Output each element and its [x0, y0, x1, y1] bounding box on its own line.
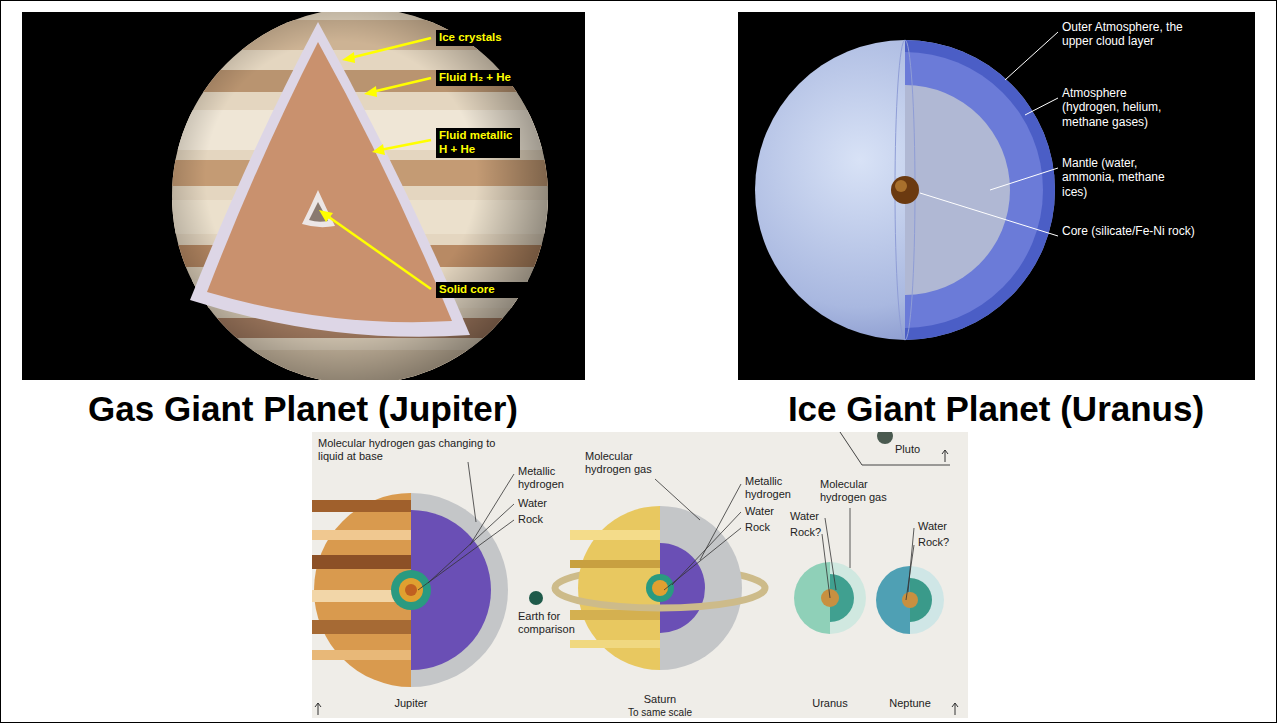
- part-label: Solid core: [436, 282, 536, 298]
- part-label: To same scale: [610, 707, 710, 719]
- part-label: Fluid H₂ + He: [436, 70, 536, 86]
- part-label: Molecular hydrogen gas: [820, 478, 900, 504]
- part-label: Jupiter: [371, 697, 451, 710]
- part-label: Earth for comparison: [518, 610, 580, 636]
- part-label: Saturn: [620, 693, 700, 706]
- part-label: Fluid metallic H + He: [436, 128, 520, 158]
- part-label: Metallic hydrogen: [745, 475, 815, 501]
- part-label: Molecular hydrogen gas: [585, 450, 675, 476]
- part-label: Metallic hydrogen: [518, 465, 588, 491]
- part-label: Mantle (water, ammonia, methane ices): [1062, 156, 1174, 199]
- part-label: Ice crystals: [436, 30, 536, 46]
- part-label: Atmosphere (hydrogen, helium, methane ga…: [1062, 86, 1180, 129]
- part-label: Pluto: [895, 443, 940, 456]
- part-label: Core (silicate/Fe-Ni rock): [1062, 224, 1212, 238]
- part-label: Water: [790, 510, 830, 523]
- part-label: Outer Atmosphere, the upper cloud layer: [1062, 20, 1197, 49]
- part-label: Rock?: [918, 536, 963, 549]
- part-label: Water: [518, 497, 588, 510]
- part-label: Rock: [518, 513, 588, 526]
- part-label: Uranus: [795, 697, 865, 710]
- part-label: Neptune: [875, 697, 945, 710]
- part-label: Water: [918, 520, 963, 533]
- part-label: Rock?: [790, 526, 830, 539]
- part-label: Molecular hydrogen gas changing to liqui…: [318, 437, 498, 463]
- panel-caption: Gas Giant Planet (Jupiter): [3, 388, 603, 430]
- panel-caption: Ice Giant Planet (Uranus): [716, 388, 1276, 430]
